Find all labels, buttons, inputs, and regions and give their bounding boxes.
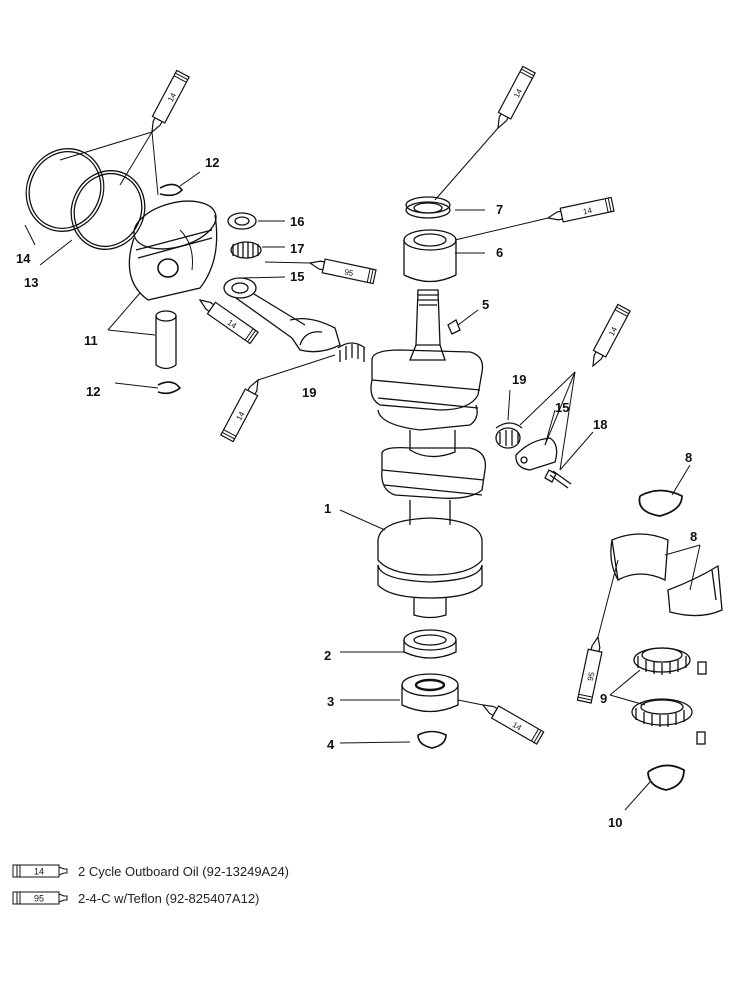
lock-ring-12-bottom — [157, 381, 182, 395]
roller-bearing-9-lower — [631, 698, 706, 745]
connecting-rod-15 — [223, 277, 341, 353]
callout-9: 9 — [600, 691, 608, 706]
lubricant-tube-icon: 95 — [12, 891, 68, 905]
callout-19-right: 19 — [512, 372, 527, 387]
piston-pin-11 — [155, 310, 177, 370]
callout-19-left: 19 — [302, 385, 317, 400]
rod-cap-15 — [515, 437, 558, 471]
svg-text:14: 14 — [34, 867, 44, 877]
callout-7: 7 — [496, 202, 504, 217]
bearing-race-8-right — [667, 564, 723, 617]
callout-6: 6 — [496, 245, 504, 260]
svg-text:95: 95 — [34, 894, 44, 904]
needle-bearing-6 — [403, 229, 457, 283]
retaining-ring-4 — [417, 730, 447, 749]
callout-1: 1 — [324, 501, 332, 516]
lubricant-tube-icon: 14 — [220, 376, 265, 443]
callout-13: 13 — [24, 275, 39, 290]
callout-4: 4 — [327, 737, 335, 752]
svg-text:95: 95 — [586, 671, 597, 682]
bearing-cage-19-right — [495, 422, 523, 449]
needle-bearing-17 — [230, 241, 262, 259]
callout-11: 11 — [84, 333, 98, 348]
lubricant-tube-icon: 14 — [491, 65, 536, 132]
callout-8-race: 8 — [690, 529, 698, 544]
legend-text-teflon: 2-4-C w/Teflon (92-825407A12) — [78, 890, 260, 906]
lubricant-tube-icon: 14 — [195, 293, 259, 345]
woodruff-key-5 — [447, 319, 461, 335]
retaining-ring-8 — [638, 489, 683, 517]
legend-text-oil: 2 Cycle Outboard Oil (92-13249A24) — [78, 863, 290, 879]
callout-2: 2 — [324, 648, 332, 663]
svg-text:95: 95 — [344, 267, 355, 278]
lubricant-tube-icon: 14 — [586, 303, 631, 370]
lubricant-tube-icon: 14 — [478, 698, 545, 745]
lubricant-tube-icon: 95 — [307, 255, 377, 285]
lubricant-tube-icon: 14 — [545, 196, 615, 226]
rod-bolt-18 — [544, 469, 572, 489]
callout-10: 10 — [608, 815, 623, 830]
ball-bearing-3 — [401, 673, 459, 713]
callout-15-rod: 15 — [290, 269, 305, 284]
legend-row-teflon: 95 2-4-C w/Teflon (92-825407A12) — [12, 889, 259, 907]
seal-carrier-2 — [403, 629, 457, 659]
callout-12-bottom: 12 — [86, 384, 101, 399]
callout-17: 17 — [290, 241, 305, 256]
lubricant-tube-icon: 14 — [12, 864, 68, 878]
lock-ring-12-top — [159, 183, 184, 197]
legend-row-oil: 14 2 Cycle Outboard Oil (92-13249A24) — [12, 862, 289, 880]
callout-18: 18 — [593, 417, 608, 432]
thrust-washer-16 — [227, 212, 257, 230]
bearing-race-8-left — [610, 533, 669, 582]
callout-3: 3 — [327, 694, 335, 709]
lubricant-tube-icon: 95 — [576, 634, 606, 704]
callout-12-top: 12 — [205, 155, 220, 170]
retaining-ring-10 — [647, 764, 685, 791]
callout-8-ring: 8 — [685, 450, 693, 465]
svg-text:14: 14 — [582, 206, 593, 217]
callout-14: 14 — [16, 251, 31, 266]
piston-ring-14 — [25, 148, 105, 232]
crankshaft-1 — [370, 289, 487, 619]
leader-lines — [24, 127, 701, 811]
roller-bearing-9-upper — [633, 647, 707, 675]
callout-16: 16 — [290, 214, 305, 229]
piston-ring-13 — [70, 170, 146, 250]
seal-7 — [405, 196, 451, 219]
bearing-cage-19-left — [337, 342, 366, 362]
piston-11 — [128, 200, 218, 301]
callout-5: 5 — [482, 297, 490, 312]
lubricant-tube-icon: 14 — [145, 69, 190, 136]
callout-15-cap: 15 — [555, 400, 570, 415]
